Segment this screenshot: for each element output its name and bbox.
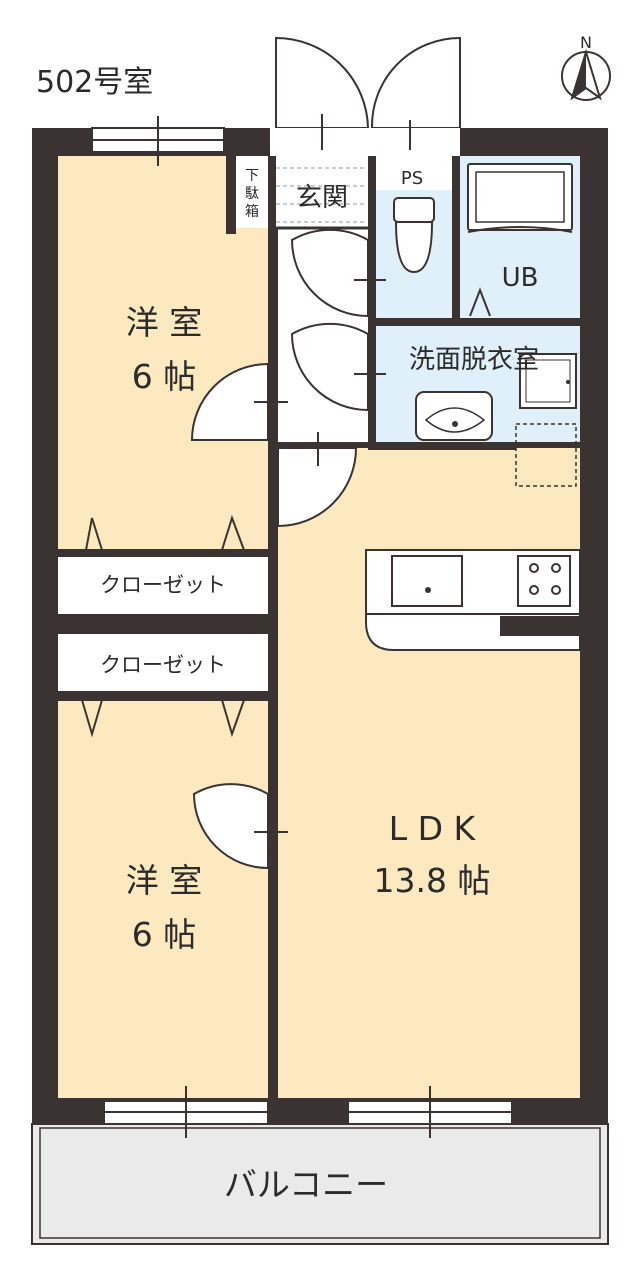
shoebox-wall xyxy=(226,156,236,234)
compass-letter: N xyxy=(580,33,592,52)
shoe-box-line1: 下 xyxy=(245,168,259,184)
shoe-box-line2: 駄 xyxy=(245,186,259,202)
ps-area xyxy=(376,156,452,190)
western-room-1-name: 洋 室 xyxy=(126,303,203,342)
east-wall xyxy=(580,156,608,1124)
western-room-2-floor xyxy=(58,700,268,1098)
shoe-box xyxy=(236,156,268,228)
door-washroom[interactable] xyxy=(290,322,386,412)
door-ldk[interactable] xyxy=(277,432,358,528)
closet-2-label: クローゼット xyxy=(100,653,226,677)
shoe-box-line3: 箱 xyxy=(245,204,259,220)
entrance-name: 玄関 xyxy=(296,183,348,213)
closet-2 xyxy=(58,634,268,738)
door-western-room-2[interactable] xyxy=(192,783,288,870)
washroom-label: 洗面脱衣室 xyxy=(409,345,539,375)
ps-label: PS xyxy=(401,168,423,189)
western-room-1-size: 6 帖 xyxy=(132,357,197,396)
western-room-2-size: 6 帖 xyxy=(132,915,197,954)
kitchen-counter xyxy=(365,549,581,651)
toilet-fixture xyxy=(393,197,435,274)
washing-machine-area xyxy=(519,353,577,409)
bathtub xyxy=(467,163,573,317)
central-wall xyxy=(268,156,276,1124)
ldk-size: 13.8 帖 xyxy=(374,861,491,900)
window-western-room-1 xyxy=(91,116,225,166)
corridor-south-wall xyxy=(276,442,368,448)
balcony xyxy=(31,1123,609,1245)
wet-area-west-wall xyxy=(368,156,376,448)
toilet-bath-wall xyxy=(452,156,460,318)
wash-south-wall xyxy=(368,442,516,450)
entrance-tiles xyxy=(276,167,366,223)
ldk-floor xyxy=(278,448,580,1098)
closet-divider-wall xyxy=(58,614,268,634)
western-room-2-name: 洋 室 xyxy=(126,861,203,900)
door-western-room-1[interactable] xyxy=(190,362,288,441)
unit-bath-label: UB xyxy=(502,263,539,293)
balcony-label: バルコニー xyxy=(224,1165,388,1204)
refrigerator-space xyxy=(515,423,577,487)
closet-1-label: クローゼット xyxy=(100,573,226,597)
closet-1 xyxy=(58,514,268,614)
washbasin xyxy=(415,391,493,441)
ldk-name: L D K xyxy=(389,809,477,848)
wash-north-wall xyxy=(376,318,580,326)
entrance-door[interactable] xyxy=(270,36,461,156)
south-wall-inner xyxy=(58,1098,608,1102)
north-arrow-icon: N xyxy=(561,33,611,101)
door-toilet[interactable] xyxy=(290,228,386,318)
unit-label: 502号室 xyxy=(36,65,153,100)
